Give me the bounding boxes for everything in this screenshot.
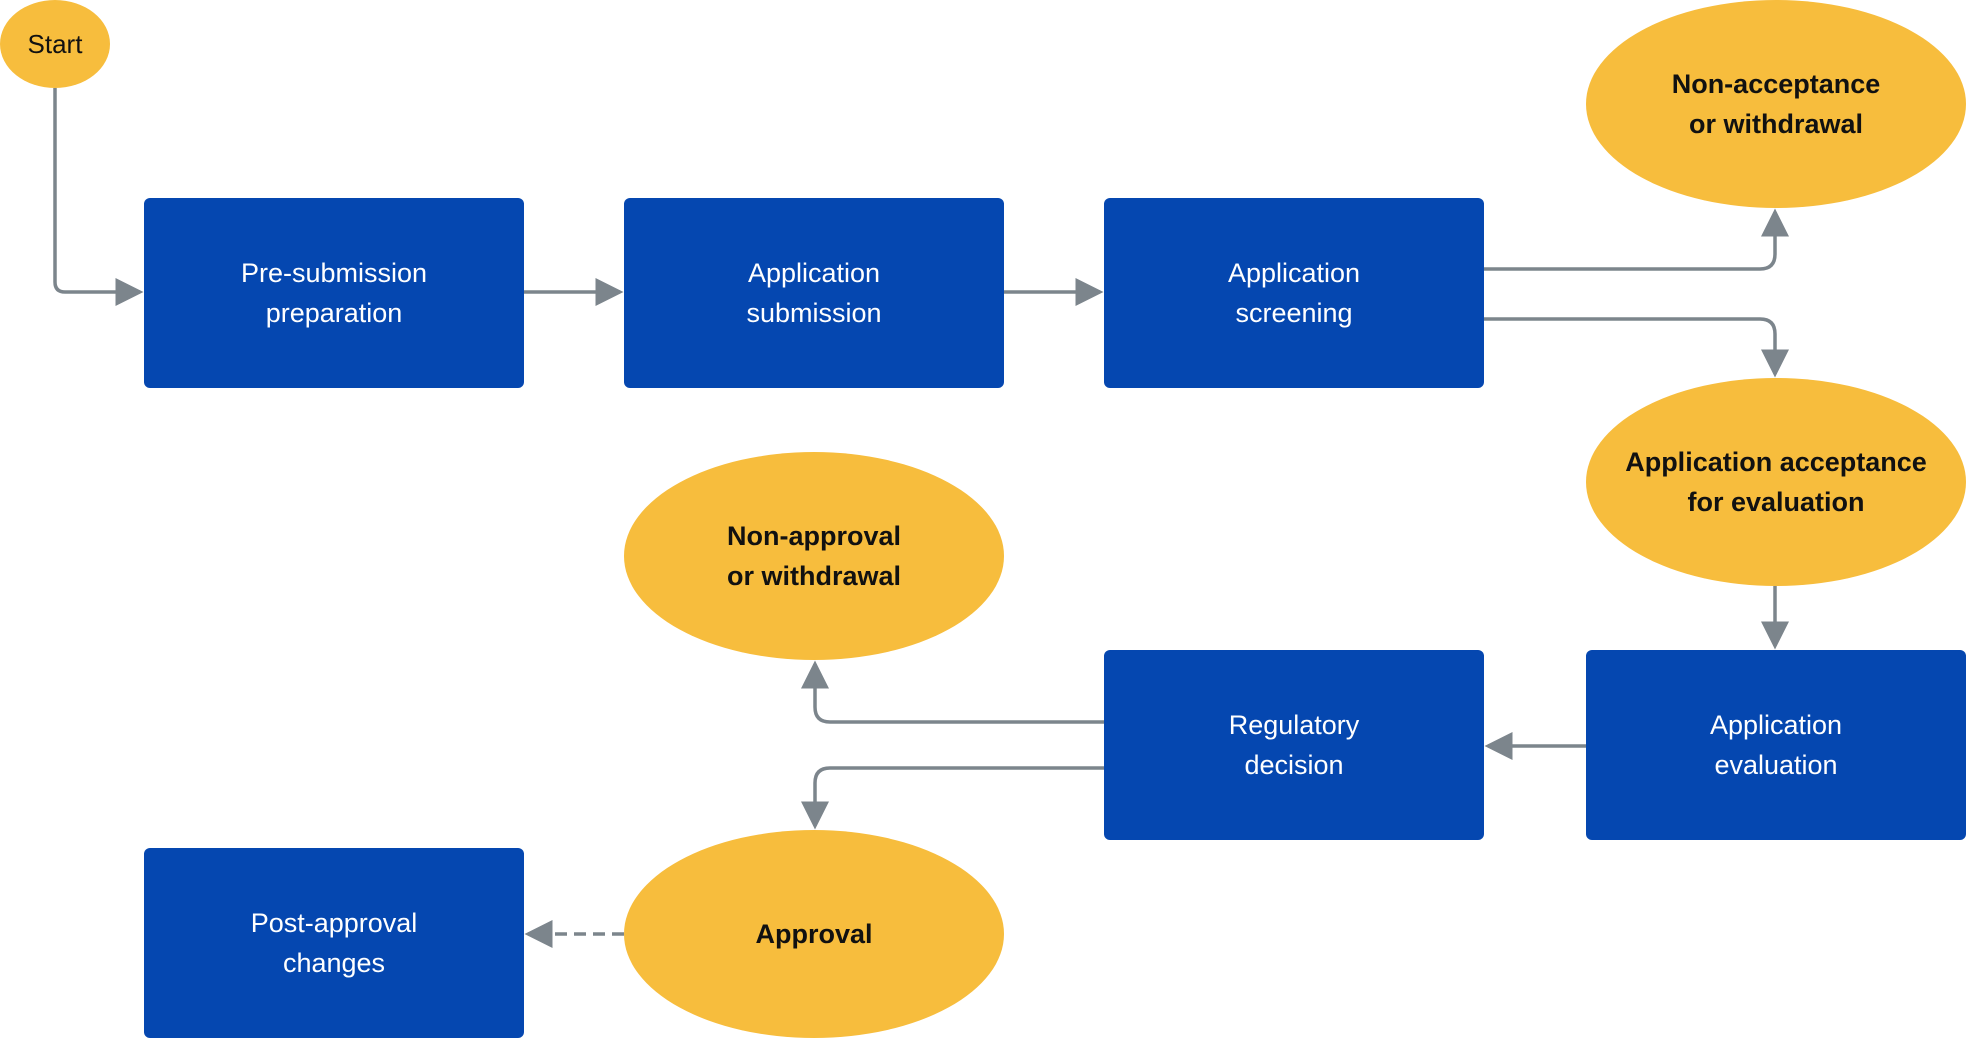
non-acceptance-or-withdrawal-outcome: Non-acceptance or withdrawal <box>1586 0 1966 208</box>
post-approval-changes-box: Post-approval changes <box>144 848 524 1038</box>
arrow-decision-to-approval <box>801 766 1104 830</box>
non-approval-or-withdrawal-outcome: Non-approval or withdrawal <box>624 452 1004 660</box>
arrow-start-to-pre-submission <box>53 88 144 306</box>
arrow-screening-to-non-acceptance <box>1484 208 1789 271</box>
start-node: Start <box>0 0 110 88</box>
application-screening-box: Application screening <box>1104 198 1484 388</box>
application-submission-box: Application submission <box>624 198 1004 388</box>
approval-outcome: Approval <box>624 830 1004 1038</box>
regulatory-decision-box: Regulatory decision <box>1104 650 1484 840</box>
arrow-decision-to-non-approval <box>801 660 1104 724</box>
application-acceptance-outcome: Application acceptance for evaluation <box>1586 378 1966 586</box>
application-evaluation-box: Application evaluation <box>1586 650 1966 840</box>
pre-submission-preparation-box: Pre-submission preparation <box>144 198 524 388</box>
arrow-screening-to-acceptance <box>1484 317 1789 378</box>
